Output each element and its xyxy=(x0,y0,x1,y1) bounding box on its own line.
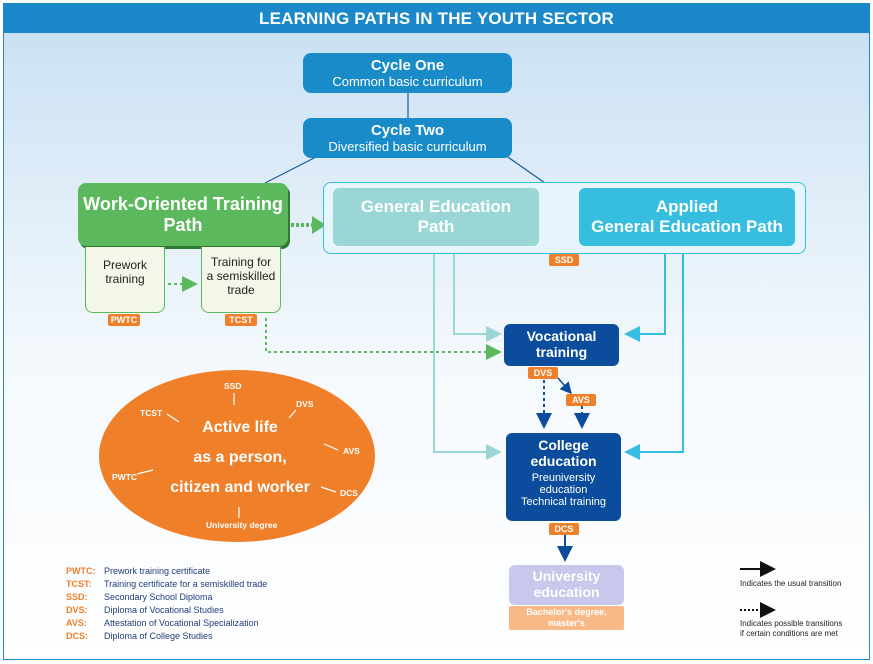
university-box: University education xyxy=(509,565,624,605)
prework-line1: Prework xyxy=(102,258,147,272)
legend-row: AVS: Attestation of Vocational Specializa… xyxy=(66,617,366,630)
active-life-line2: as a person, xyxy=(193,449,287,466)
legend-row: PWTC: Prework training certificate xyxy=(66,565,366,578)
legend-text: Secondary School Diploma xyxy=(104,592,213,602)
college-sub3: Technical training xyxy=(521,496,606,508)
oval-label-avs: AVS xyxy=(343,446,360,456)
arrow-general-to-college xyxy=(433,248,502,460)
cycle-two-title: Cycle Two xyxy=(370,122,445,139)
title-bar: LEARNING PATHS IN THE YOUTH SECTOR xyxy=(3,3,870,33)
legend-possible-text-2: if certain conditions are met xyxy=(740,629,838,638)
active-life-oval xyxy=(99,370,375,542)
college-line1: College xyxy=(538,437,589,453)
work-path-line2: Path xyxy=(163,215,203,235)
general-path-line2: Path xyxy=(417,217,455,236)
general-path-line1: General Education xyxy=(360,197,512,216)
semiskilled-box: Training for a semiskilled trade xyxy=(201,247,281,313)
oval-label-university: University degree xyxy=(206,520,278,530)
diagram-title: LEARNING PATHS IN THE YOUTH SECTOR xyxy=(258,9,614,28)
legend-row: SSD: Secondary School Diploma xyxy=(66,591,366,604)
cycle-two-box: Cycle Two Diversified basic curriculum xyxy=(303,118,512,158)
diagram-frame xyxy=(3,3,870,660)
legend-row: DVS: Diploma of Vocational Studies xyxy=(66,604,366,617)
arrow-applied-to-vocational xyxy=(624,248,666,342)
university-degrees-badge: Bachelor's degree, master's degree, doct… xyxy=(509,606,624,639)
cycle-one-box: Cycle One Common basic curriculum xyxy=(303,53,512,93)
vocational-line1: Vocational xyxy=(526,328,597,344)
cycle-one-title: Cycle One xyxy=(370,57,445,74)
general-path-box: General Education Path xyxy=(333,188,539,246)
legend-abbr: TCST: xyxy=(66,579,92,589)
college-line2: education xyxy=(530,453,597,469)
university-sub2: degree, doctorate xyxy=(528,629,605,639)
applied-path-box: Applied General Education Path xyxy=(579,188,795,246)
college-sub2: education xyxy=(539,484,588,496)
cycle-two-subtitle: Diversified basic curriculum xyxy=(328,139,487,154)
legend-possible-text-1: Indicates possible transitions xyxy=(740,619,843,628)
applied-path-line2: General Education Path xyxy=(591,217,783,236)
applied-path-line1: Applied xyxy=(655,197,719,216)
legend-text: Attestation of Vocational Specialization xyxy=(104,618,259,628)
prework-line2: training xyxy=(105,272,145,286)
semiskilled-line1: Training for xyxy=(210,255,272,269)
university-line2: education xyxy=(533,584,600,600)
college-box: College education Preuniversity educatio… xyxy=(506,433,621,521)
semiskilled-line3: trade xyxy=(227,283,255,297)
semiskilled-line2: a semiskilled xyxy=(206,269,276,283)
prework-box: Prework training xyxy=(85,247,165,313)
arrow-applied-to-college xyxy=(624,248,684,460)
legend-usual-text: Indicates the usual transition xyxy=(740,579,842,588)
university-line1: University xyxy=(532,568,601,584)
work-path-box: Work-Oriented Training Path xyxy=(78,183,288,246)
legend-row: TCST: Training certificate for a semiskil… xyxy=(66,578,366,591)
dcs-badge: DCS xyxy=(549,523,579,535)
connector-cycle2-work xyxy=(264,154,321,184)
legend-abbr: AVS: xyxy=(66,618,87,628)
legend-text: Diploma of Vocational Studies xyxy=(104,605,224,615)
arrow-general-to-vocational xyxy=(453,248,502,342)
oval-label-ssd: SSD xyxy=(224,381,242,391)
oval-label-tcst: TCST xyxy=(140,408,163,418)
avs-badge: AVS xyxy=(566,394,596,406)
active-life-line1: Active life xyxy=(202,419,278,436)
active-life-line3: citizen and worker xyxy=(170,479,310,496)
legend-abbr: PWTC: xyxy=(66,566,96,576)
arrow-work-to-general-head xyxy=(312,216,326,234)
arrow-dvs-to-avs xyxy=(557,377,572,395)
vocational-line2: training xyxy=(535,344,588,360)
legend-text: Diploma of College Studies xyxy=(104,631,213,641)
legend-abbr: DVS: xyxy=(66,605,88,615)
legend-text: Prework training certificate xyxy=(104,566,211,576)
university-sub1: Bachelor's degree, master's xyxy=(526,607,607,628)
legend-abbr: DCS: xyxy=(66,631,88,641)
vocational-box: Vocational training xyxy=(504,324,619,366)
arrow-semiskilled-to-vocational xyxy=(265,318,502,360)
tcst-badge: TCST xyxy=(225,314,257,326)
cycle-one-subtitle: Common basic curriculum xyxy=(332,74,483,89)
legend-text: Training certificate for a semiskilled t… xyxy=(104,579,268,589)
dvs-badge: DVS xyxy=(528,367,558,379)
college-sub1: Preuniversity xyxy=(531,472,596,484)
legend-abbr: SSD: xyxy=(66,592,88,602)
legend-row: DCS: Diploma of College Studies xyxy=(66,630,366,643)
oval-ticks xyxy=(136,393,339,518)
oval-label-pwtc: PWTC xyxy=(112,472,138,482)
pwtc-badge: PWTC xyxy=(108,314,140,326)
connector-cycle2-general xyxy=(504,154,546,184)
ssd-badge: SSD xyxy=(549,254,579,266)
work-path-line1: Work-Oriented Training xyxy=(83,194,283,214)
oval-label-dcs: DCS xyxy=(340,488,358,498)
oval-label-dvs: DVS xyxy=(296,399,314,409)
